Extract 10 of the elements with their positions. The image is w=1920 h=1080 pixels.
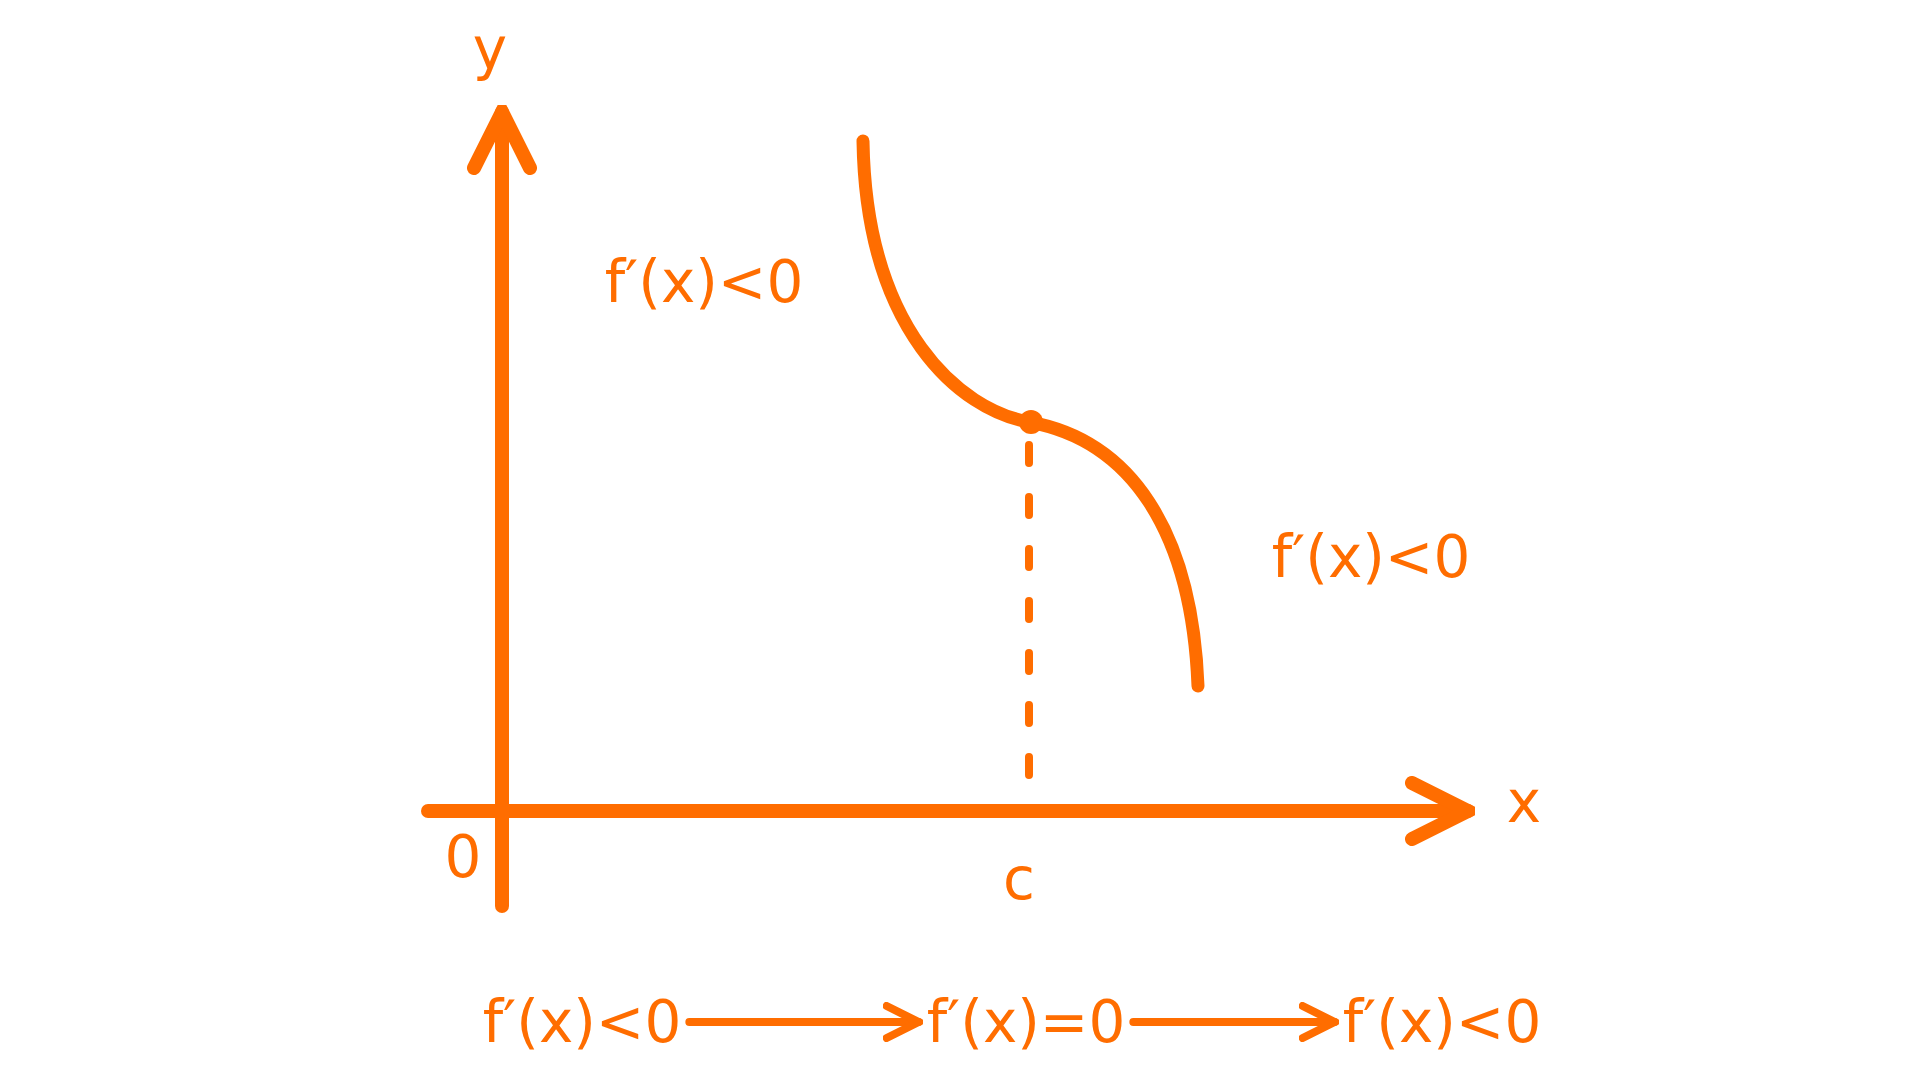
derivative-label: f′(x)<0 <box>1271 528 1471 586</box>
axis-label: x <box>1506 773 1542 831</box>
arrow <box>1129 1002 1339 1042</box>
derivative-label: f′(x)<0 <box>482 993 682 1051</box>
derivative-label: f′(x)=0 <box>926 993 1126 1051</box>
derivative-label: f′(x)<0 <box>604 253 804 311</box>
derivative-label: f′(x)<0 <box>1342 993 1542 1051</box>
point-label: c <box>1003 850 1035 908</box>
arrow <box>685 1002 923 1042</box>
origin-label: 0 <box>444 828 482 886</box>
